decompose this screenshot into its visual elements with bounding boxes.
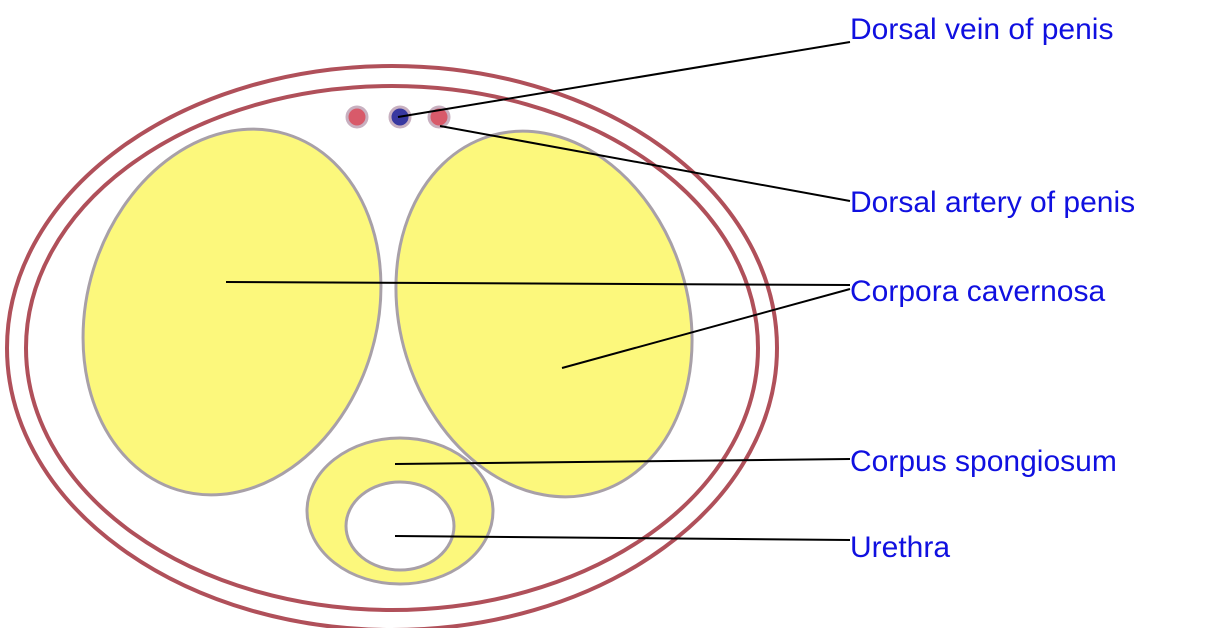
left-dorsal-artery — [347, 107, 367, 127]
label-urethra: Urethra — [850, 533, 950, 563]
leader-line-dorsal-vein — [398, 42, 850, 117]
label-dorsal-artery: Dorsal artery of penis — [850, 188, 1135, 218]
label-dorsal-vein: Dorsal vein of penis — [850, 15, 1113, 45]
label-corpus-spongiosum: Corpus spongiosum — [850, 447, 1117, 477]
urethra-lumen — [346, 482, 454, 570]
label-corpora-cavernosa: Corpora cavernosa — [850, 277, 1105, 307]
